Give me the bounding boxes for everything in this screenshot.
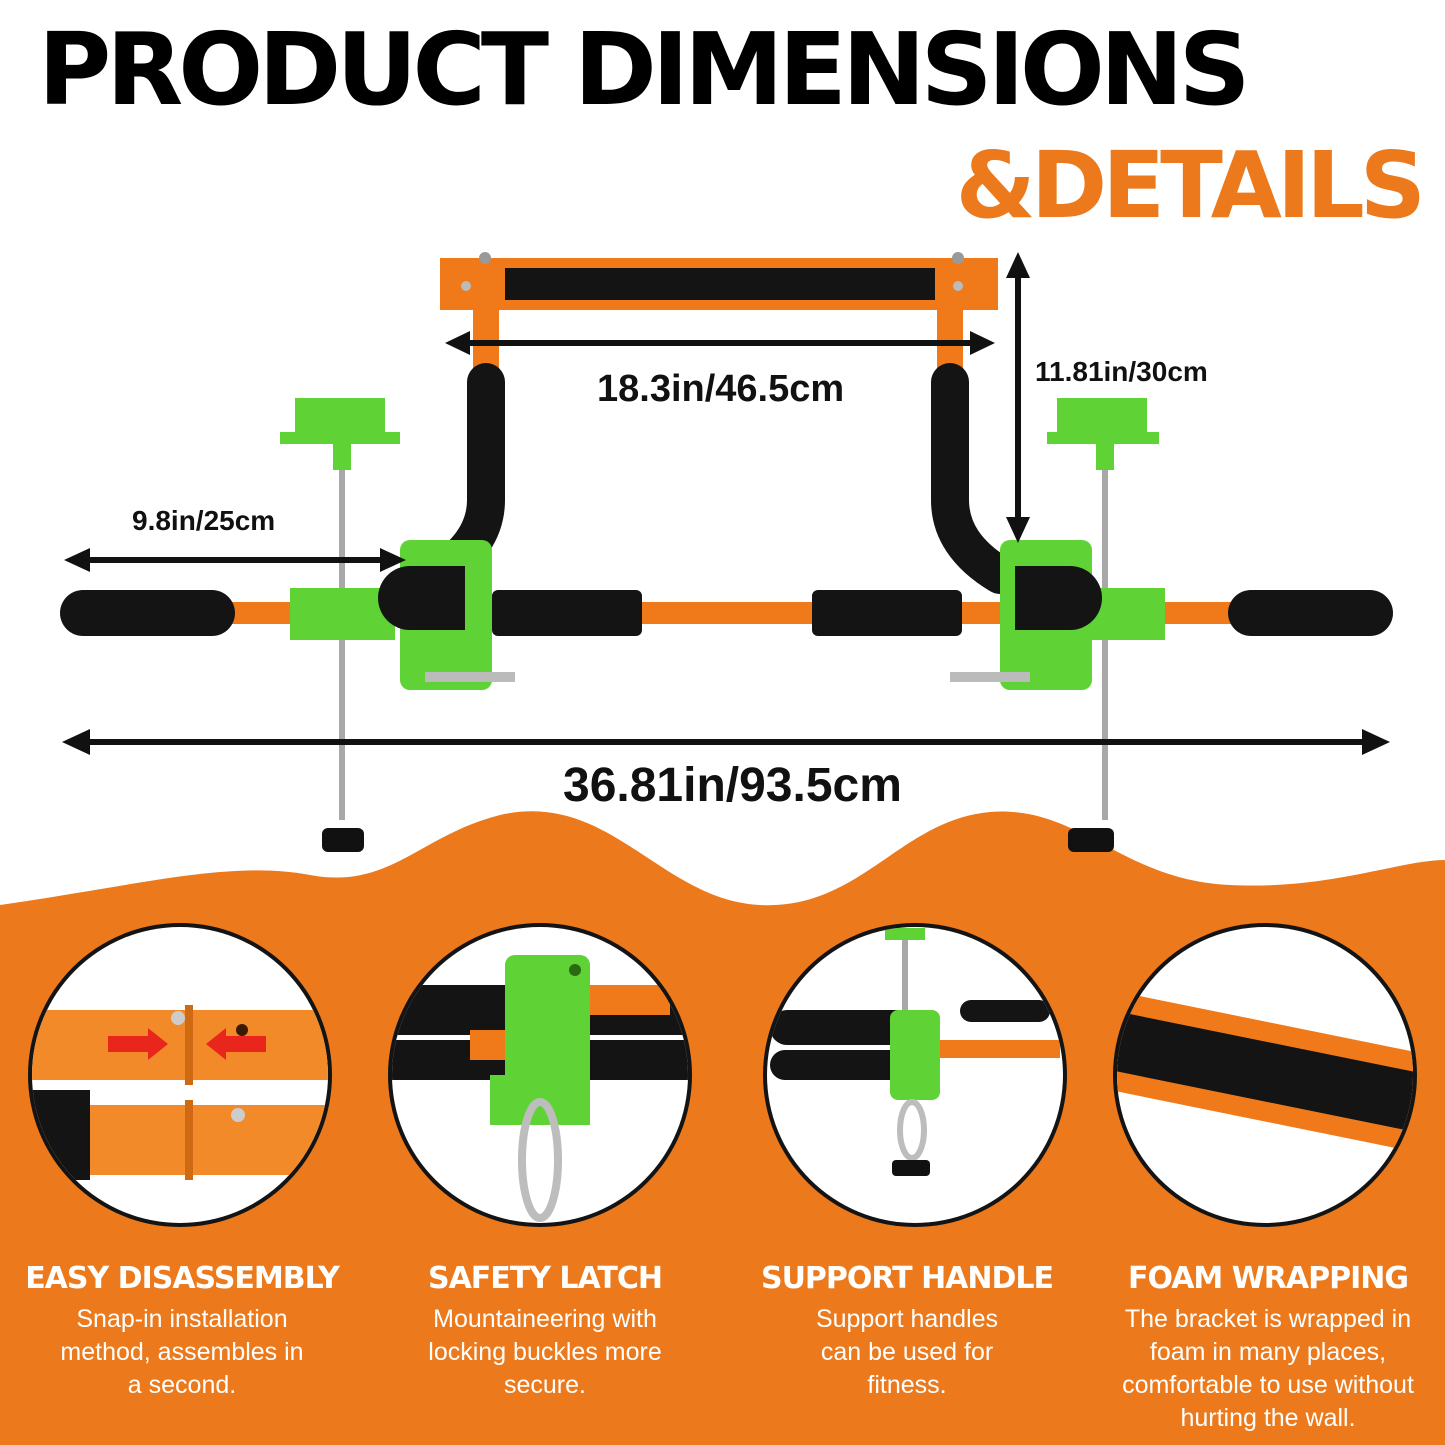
left-foot [322, 828, 364, 852]
feature-description: The bracket is wrapped in foam in many p… [1122, 1305, 1414, 1432]
top-foam-pad [505, 268, 935, 300]
foam-wrapping-image [1113, 923, 1417, 1227]
feature-title: FOAM WRAPPING [1128, 1261, 1409, 1296]
feature-title: SAFETY LATCH [427, 1261, 663, 1296]
center-left-foam [492, 590, 642, 636]
right-foot [1068, 828, 1114, 852]
center-right-foam [812, 590, 962, 636]
feature-description: Snap-in installation method, assembles i… [60, 1305, 304, 1399]
page-subtitle: &DETAILS [955, 132, 1426, 239]
pull-up-bar-illustration [60, 252, 1393, 852]
top-width-label: 18.3in/46.5cm [597, 368, 845, 410]
left-wall-pad [295, 398, 385, 436]
right-wall-pad [1057, 398, 1147, 436]
arrow-right-icon [108, 1028, 168, 1060]
right-curved-handle [931, 363, 1019, 594]
right-end-foam [1228, 590, 1393, 636]
feature-title: SUPPORT HANDLE [760, 1261, 1054, 1296]
support-handle-image [763, 923, 1067, 1227]
feature-safety-latch: SAFETY LATCH Mountaineering with locking… [365, 1262, 725, 1402]
handle-length-label: 9.8in/25cm [132, 505, 276, 536]
feature-support-handle: SUPPORT HANDLE Support handles can be us… [727, 1262, 1087, 1402]
page-title: PRODUCT DIMENSIONS [38, 11, 1251, 128]
feature-description: Mountaineering with locking buckles more… [428, 1305, 662, 1399]
easy-disassembly-image [28, 923, 332, 1227]
feature-easy-disassembly: EASY DISASSEMBLY Snap-in installation me… [2, 1262, 362, 1402]
feature-title: EASY DISASSEMBLY [25, 1261, 340, 1296]
height-label: 11.81in/30cm [1035, 356, 1208, 387]
safety-latch-image [388, 923, 692, 1227]
arrow-left-icon [206, 1028, 266, 1060]
left-end-foam [60, 590, 235, 636]
feature-description: Support handles can be used for fitness. [815, 1305, 999, 1399]
total-width-label: 36.81in/93.5cm [563, 759, 902, 812]
carabiner-icon [518, 1098, 562, 1222]
feature-foam-wrapping: FOAM WRAPPING The bracket is wrapped in … [1088, 1262, 1445, 1435]
